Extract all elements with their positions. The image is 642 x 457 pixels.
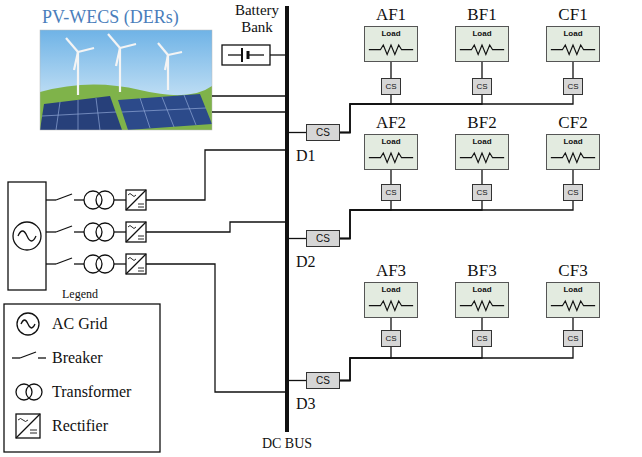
load-box: BF2Load	[455, 134, 509, 170]
load-text: Load	[456, 286, 508, 294]
feeder-connector	[340, 201, 391, 239]
bus-wire	[212, 96, 286, 112]
current-sensor-box: CS	[563, 184, 583, 201]
feeder-label: D1	[296, 147, 316, 165]
legend-text: Transformer	[52, 383, 131, 401]
current-sensor-box: CS	[472, 184, 492, 201]
current-sensor-box: CS	[306, 124, 340, 141]
legend-text: Rectifier	[52, 417, 108, 435]
load-box: CF2Load	[546, 134, 600, 170]
feeder-connector	[481, 170, 482, 184]
sensor-label: CS	[316, 128, 330, 138]
sensor-label: CS	[567, 83, 578, 91]
legend-box	[4, 304, 160, 452]
load-text: Load	[365, 30, 417, 38]
current-sensor-box: CS	[563, 78, 583, 95]
load-text: Load	[365, 138, 417, 146]
load-box: AF3Load	[364, 282, 418, 318]
feeder-connector	[572, 318, 573, 330]
sensor-label: CS	[567, 189, 578, 197]
sensor-label: CS	[385, 83, 396, 91]
sensor-label: CS	[476, 189, 487, 197]
battery-symbol	[222, 45, 286, 65]
current-sensor-box: CS	[381, 78, 401, 95]
part-label: Legend	[62, 288, 98, 301]
load-text: Load	[365, 286, 417, 294]
sensor-label: CS	[385, 335, 396, 343]
feeder-connector	[340, 95, 573, 133]
feeder-connector	[481, 62, 482, 78]
load-text: Load	[547, 286, 599, 294]
load-name: BF1	[467, 6, 496, 23]
legend-text: Breaker	[52, 349, 103, 367]
load-name: CF1	[558, 6, 587, 23]
part-label: PV-WECS (DERs)	[42, 8, 179, 28]
sensor-label: CS	[476, 83, 487, 91]
load-name: AF1	[376, 6, 406, 23]
feeder-connector	[390, 62, 391, 78]
load-text: Load	[547, 138, 599, 146]
load-name: CF3	[558, 262, 587, 279]
load-name: AF2	[376, 114, 406, 131]
feeder-connector	[340, 347, 573, 381]
feeder-connector	[572, 170, 573, 184]
ac-grid-source	[8, 182, 46, 290]
sensor-label: CS	[316, 376, 330, 386]
load-box: BF1Load	[455, 26, 509, 62]
feeder-connector	[481, 318, 482, 330]
part-label: Battery Bank	[224, 2, 290, 35]
feeder-connector	[390, 318, 391, 330]
feeder-connector	[572, 62, 573, 78]
pv-wecs-photo	[40, 30, 212, 130]
load-text: Load	[456, 138, 508, 146]
load-name: CF2	[558, 114, 587, 131]
load-name: BF3	[467, 262, 496, 279]
feeder-connector	[340, 201, 482, 239]
feeder-label: D2	[296, 253, 316, 271]
current-sensor-box: CS	[381, 184, 401, 201]
current-sensor-box: CS	[472, 78, 492, 95]
load-box: AF2Load	[364, 134, 418, 170]
dc-bus	[285, 6, 289, 432]
load-name: BF2	[467, 114, 496, 131]
load-name: AF3	[376, 262, 406, 279]
load-text: Load	[456, 30, 508, 38]
feeder-label: D3	[296, 395, 316, 413]
load-text: Load	[547, 30, 599, 38]
feeder-connector	[340, 95, 482, 133]
sensor-label: CS	[476, 335, 487, 343]
sensor-label: CS	[567, 335, 578, 343]
current-sensor-box: CS	[381, 330, 401, 347]
sensor-label: CS	[316, 234, 330, 244]
feeder-connector	[390, 170, 391, 184]
current-sensor-box: CS	[472, 330, 492, 347]
legend-symbols	[12, 313, 46, 438]
ac-branches	[46, 150, 286, 392]
current-sensor-box: CS	[306, 230, 340, 247]
load-box: CF1Load	[546, 26, 600, 62]
load-box: BF3Load	[455, 282, 509, 318]
current-sensor-box: CS	[306, 372, 340, 389]
feeder-connector	[340, 347, 391, 381]
load-box: CF3Load	[546, 282, 600, 318]
current-sensor-box: CS	[563, 330, 583, 347]
feeder-connector	[340, 201, 573, 239]
part-label: DC BUS	[252, 436, 322, 451]
sensor-label: CS	[385, 189, 396, 197]
feeder-connector	[340, 347, 482, 381]
load-box: AF1Load	[364, 26, 418, 62]
legend-text: AC Grid	[52, 315, 108, 333]
